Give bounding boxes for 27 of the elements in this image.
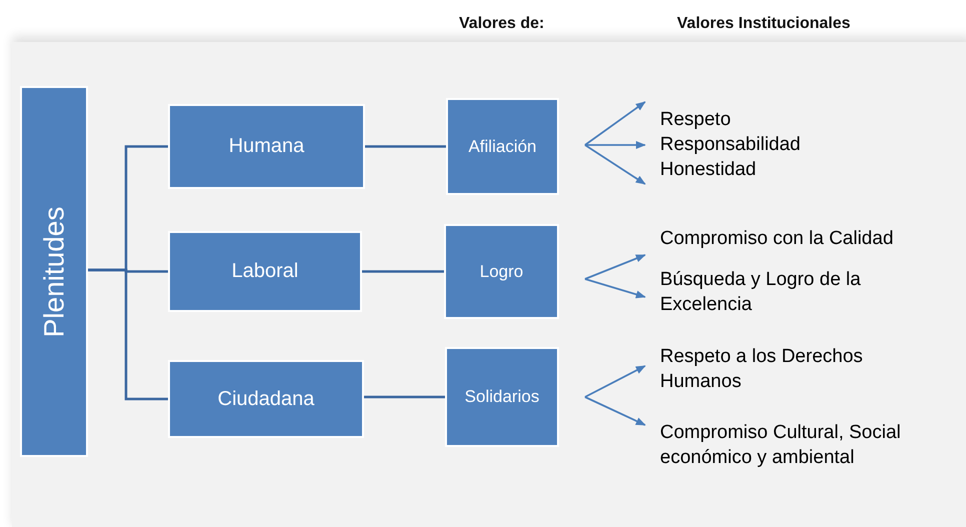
process-box: Afiliación [446,98,559,195]
process-box: Laboral [168,231,362,312]
arrow [585,141,646,149]
connector-line [362,270,444,273]
value-text: Compromiso Cultural, Social económico y ambiental [660,420,955,470]
connector-line [365,145,446,148]
connector-line [88,268,168,400]
process-box: Plenitudes [20,86,88,457]
value-text: Compromiso con la Calidad [660,226,950,251]
arrow [584,278,646,298]
column-heading: Valores de: [459,15,544,33]
column-heading: Valores Institucionales [677,15,850,33]
process-box: Solidarios [445,347,559,447]
process-box: Ciudadana [168,360,364,438]
value-text: Respeto [660,107,860,132]
arrow [584,396,646,426]
value-text: Honestidad [660,157,860,182]
arrow [584,254,646,280]
connector-line [364,396,445,398]
value-text: Búsqueda y Logro de la Excelencia [660,267,925,317]
process-box: Humana [168,104,365,189]
value-text: Respeto a los Derechos Humanos [660,344,925,394]
value-text: Responsabilidad [660,132,880,157]
arrow [584,144,646,185]
arrow [584,365,646,398]
arrow [584,101,646,146]
process-box: Logro [444,224,559,319]
